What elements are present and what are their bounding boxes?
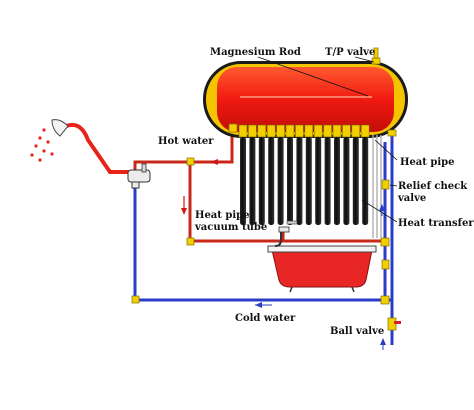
heat-transfer-fins (372, 135, 382, 238)
storage-tank (203, 61, 408, 138)
label-cold-water: Cold water (235, 313, 296, 324)
shower-head-icon (30, 119, 132, 174)
label-ball-valve: Ball valve (330, 326, 384, 337)
tube-socket (342, 124, 351, 138)
label-heat-transfer-fin: Heat transfer fin (398, 218, 474, 229)
tube-socket (360, 124, 370, 138)
vacuum-tube (240, 137, 246, 225)
tube-socket (323, 124, 332, 138)
vacuum-tube (362, 137, 369, 225)
vacuum-tube (258, 137, 265, 225)
vacuum-tube (305, 137, 312, 225)
tube-socket (304, 124, 314, 138)
label-heat-pipe-vacuum-1: Heat pipe (195, 210, 250, 221)
tube-socket (295, 124, 304, 138)
vacuum-tube (324, 137, 331, 225)
tube-socket (332, 124, 342, 138)
vacuum-tube (343, 137, 350, 225)
pipe-fittings (131, 123, 397, 305)
vacuum-tube (334, 137, 340, 225)
tube-socket (285, 124, 295, 138)
label-tp-valve: T/P valve (325, 47, 375, 58)
vacuum-tube (296, 137, 303, 225)
vacuum-tube (315, 137, 322, 225)
ball-valve (387, 317, 401, 331)
vacuum-tube (287, 137, 293, 225)
mixer-tap-icon (127, 163, 151, 189)
leader-lines (257, 56, 398, 223)
flow-arrows (181, 159, 386, 350)
label-heat-pipe: Heat pipe (400, 157, 455, 168)
label-relief-check-2: valve (397, 193, 426, 204)
heat-pipe-vacuum-tubes (240, 137, 369, 225)
tube-socket (276, 124, 285, 138)
label-hot-water: Hot water (158, 136, 214, 147)
tube-socket (313, 124, 323, 138)
cold-water-pipes (133, 133, 394, 345)
vacuum-tube (352, 137, 359, 225)
label-heat-pipe-vacuum-2: vacuum tube (194, 222, 267, 233)
vacuum-tube (277, 137, 284, 225)
bath-faucet-icon (274, 220, 298, 247)
tube-socket (238, 124, 248, 138)
label-magnesium-rod: Magnesium Rod (210, 47, 301, 58)
tube-socket (351, 124, 361, 138)
tube-socket (257, 124, 267, 138)
tube-socket (266, 124, 276, 138)
tube-socket (248, 124, 257, 138)
tp-valve (371, 47, 381, 65)
vacuum-tube (249, 137, 256, 225)
vacuum-tube (268, 137, 275, 225)
bathtub-icon (267, 245, 377, 293)
label-relief-check-1: Relief check (398, 181, 468, 192)
